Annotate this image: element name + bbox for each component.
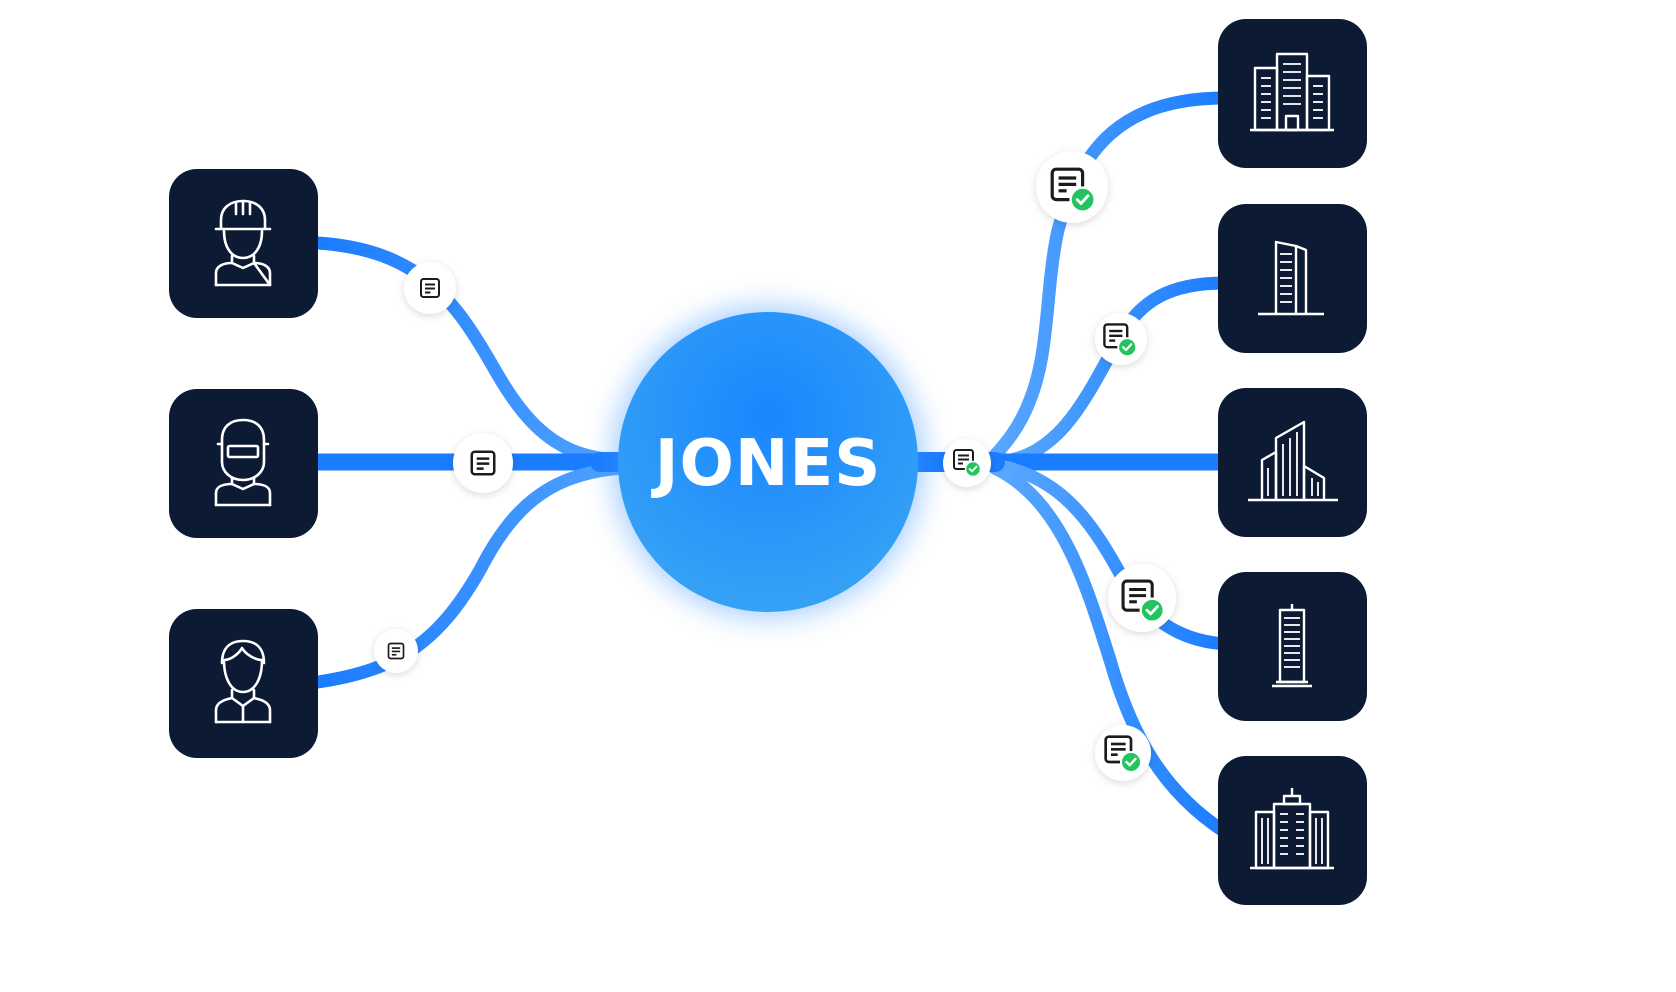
node-tall-tower[interactable] — [1218, 572, 1367, 721]
line-tall-tower — [993, 459, 1232, 651]
office-buildings-icon — [1250, 52, 1334, 132]
node-office-worker[interactable] — [169, 609, 318, 758]
hub-node[interactable]: JONES — [612, 306, 924, 618]
line-corporate-building — [988, 461, 1232, 839]
badge-left-3[interactable] — [374, 629, 418, 673]
left-nodes — [169, 169, 318, 758]
hub-label: JONES — [651, 427, 882, 501]
badge-left-2[interactable] — [453, 433, 513, 493]
node-modern-tower[interactable] — [1218, 388, 1367, 537]
tall-tower-icon — [1272, 604, 1312, 688]
hub-circle — [618, 312, 918, 612]
node-construction-worker[interactable] — [169, 169, 318, 318]
badge-left-1[interactable] — [404, 262, 456, 314]
badge-right-5[interactable] — [1095, 725, 1151, 781]
right-nodes — [1218, 19, 1367, 905]
corporate-building-icon — [1250, 788, 1334, 870]
badge-right-1[interactable] — [1036, 151, 1108, 223]
badge-right-4[interactable] — [1108, 564, 1176, 632]
skyscraper-icon — [1258, 240, 1324, 316]
welder-icon — [214, 418, 272, 507]
node-office-buildings[interactable] — [1218, 19, 1367, 168]
node-skyscraper[interactable] — [1218, 204, 1367, 353]
badge-right-2[interactable] — [1095, 313, 1147, 365]
office-worker-icon — [214, 639, 272, 724]
modern-tower-icon — [1248, 420, 1338, 502]
node-welder[interactable] — [169, 389, 318, 538]
line-office-buildings — [983, 91, 1232, 469]
badge-hub-right[interactable] — [943, 439, 991, 487]
node-corporate-building[interactable] — [1218, 756, 1367, 905]
line-office-worker — [311, 459, 675, 689]
construction-worker-icon — [214, 199, 272, 287]
connector-badges — [374, 151, 1176, 781]
